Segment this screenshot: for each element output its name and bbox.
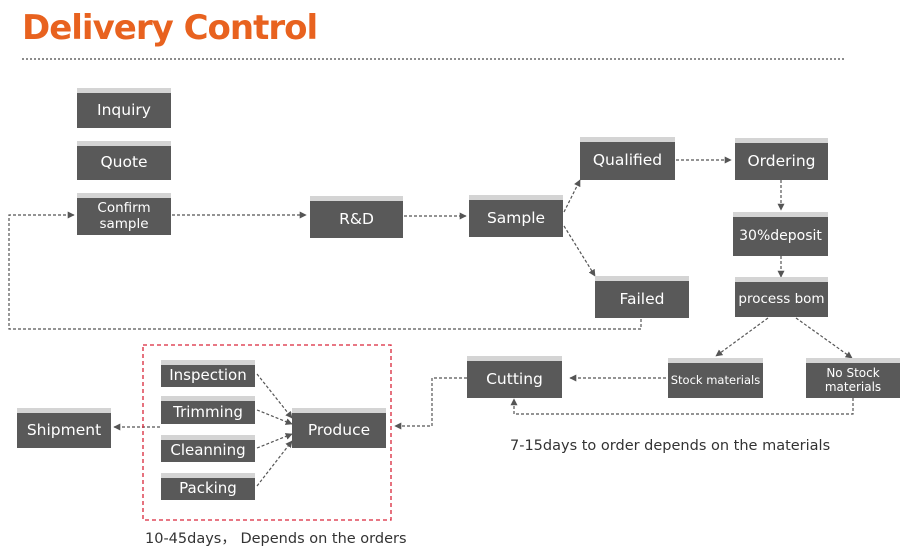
confirm-sample-label-line2: sample xyxy=(99,215,149,232)
arrow-cleanning-to-produce xyxy=(256,433,293,449)
arrow-no-stock-to-cutting xyxy=(510,398,854,415)
production-lead-time-note: 10-45days， Depends on the orders xyxy=(145,531,407,547)
inspection-box: Inspection xyxy=(161,360,255,387)
arrow-cutting-to-produce xyxy=(394,377,467,430)
no-stock-label-line2: materials xyxy=(824,379,882,394)
cutting-box: Cutting xyxy=(467,356,562,398)
no-stock-label-line1: No Stock xyxy=(826,365,880,380)
confirm-sample-label-line1: Confirm xyxy=(97,199,151,216)
arrow-sample-to-qualified xyxy=(563,179,581,213)
deposit-box: 30%deposit xyxy=(733,212,828,256)
packing-box: Packing xyxy=(161,473,255,500)
arrow-trimming-to-produce xyxy=(256,409,293,425)
arrow-failed-back-to-confirm xyxy=(8,211,642,330)
shipment-box: Shipment xyxy=(17,408,111,448)
no-stock-materials-box: No Stock materials xyxy=(806,358,900,398)
confirm-sample-box: Confirm sample xyxy=(77,193,171,235)
inquiry-box: Inquiry xyxy=(77,88,171,128)
page-title: Delivery Control xyxy=(22,8,318,48)
process-bom-box: process bom xyxy=(735,277,828,317)
stock-materials-box: Stock materials xyxy=(668,358,763,398)
production-group-frame xyxy=(142,344,392,521)
arrow-packing-to-produce xyxy=(256,440,293,487)
quote-box: Quote xyxy=(77,141,171,180)
sample-box: Sample xyxy=(469,195,563,237)
trimming-box: Trimming xyxy=(161,396,255,424)
qualified-box: Qualified xyxy=(580,137,675,180)
materials-lead-time-note: 7-15days to order depends on the materia… xyxy=(510,438,831,454)
arrow-bom-to-no-stock xyxy=(795,317,853,359)
failed-box: Failed xyxy=(595,276,689,318)
rnd-box: R&D xyxy=(310,196,403,238)
produce-box: Produce xyxy=(292,408,386,448)
ordering-box: Ordering xyxy=(735,138,828,180)
cleanning-box: Cleanning xyxy=(161,435,255,462)
arrow-bom-to-stock xyxy=(715,317,769,357)
arrow-inspection-to-produce xyxy=(256,373,293,419)
arrow-sample-to-failed xyxy=(563,225,596,277)
title-divider xyxy=(22,58,844,60)
